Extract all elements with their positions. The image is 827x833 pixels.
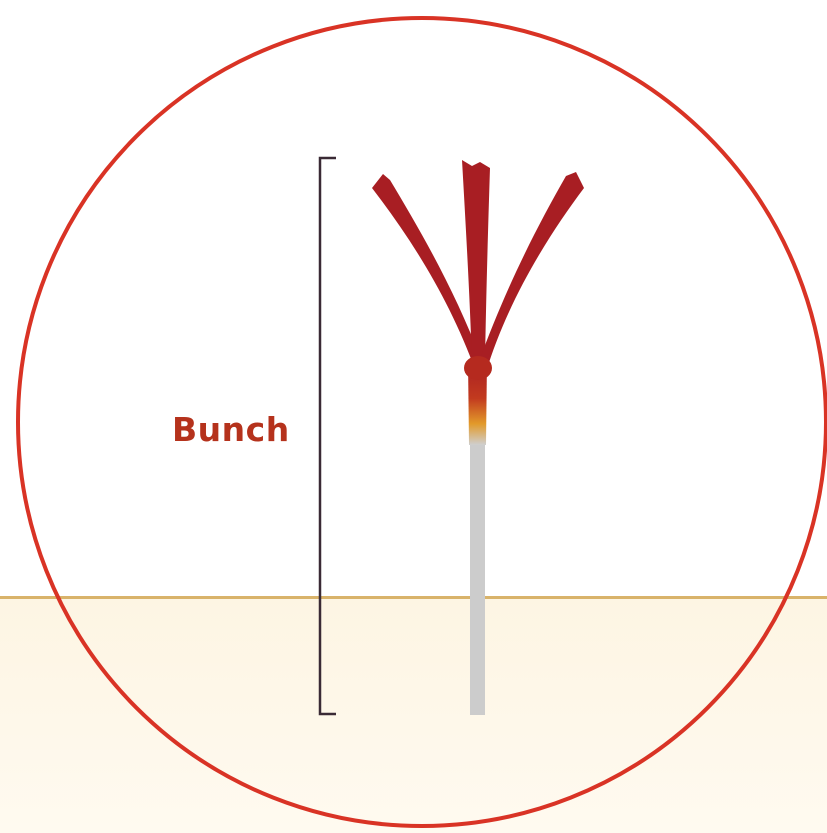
style-stem bbox=[470, 440, 485, 715]
frame-circle bbox=[18, 18, 826, 826]
stigma-right bbox=[478, 172, 584, 372]
stigma-junction bbox=[464, 356, 492, 380]
bunch-bracket bbox=[320, 158, 336, 714]
bunch-label: Bunch bbox=[172, 410, 290, 450]
